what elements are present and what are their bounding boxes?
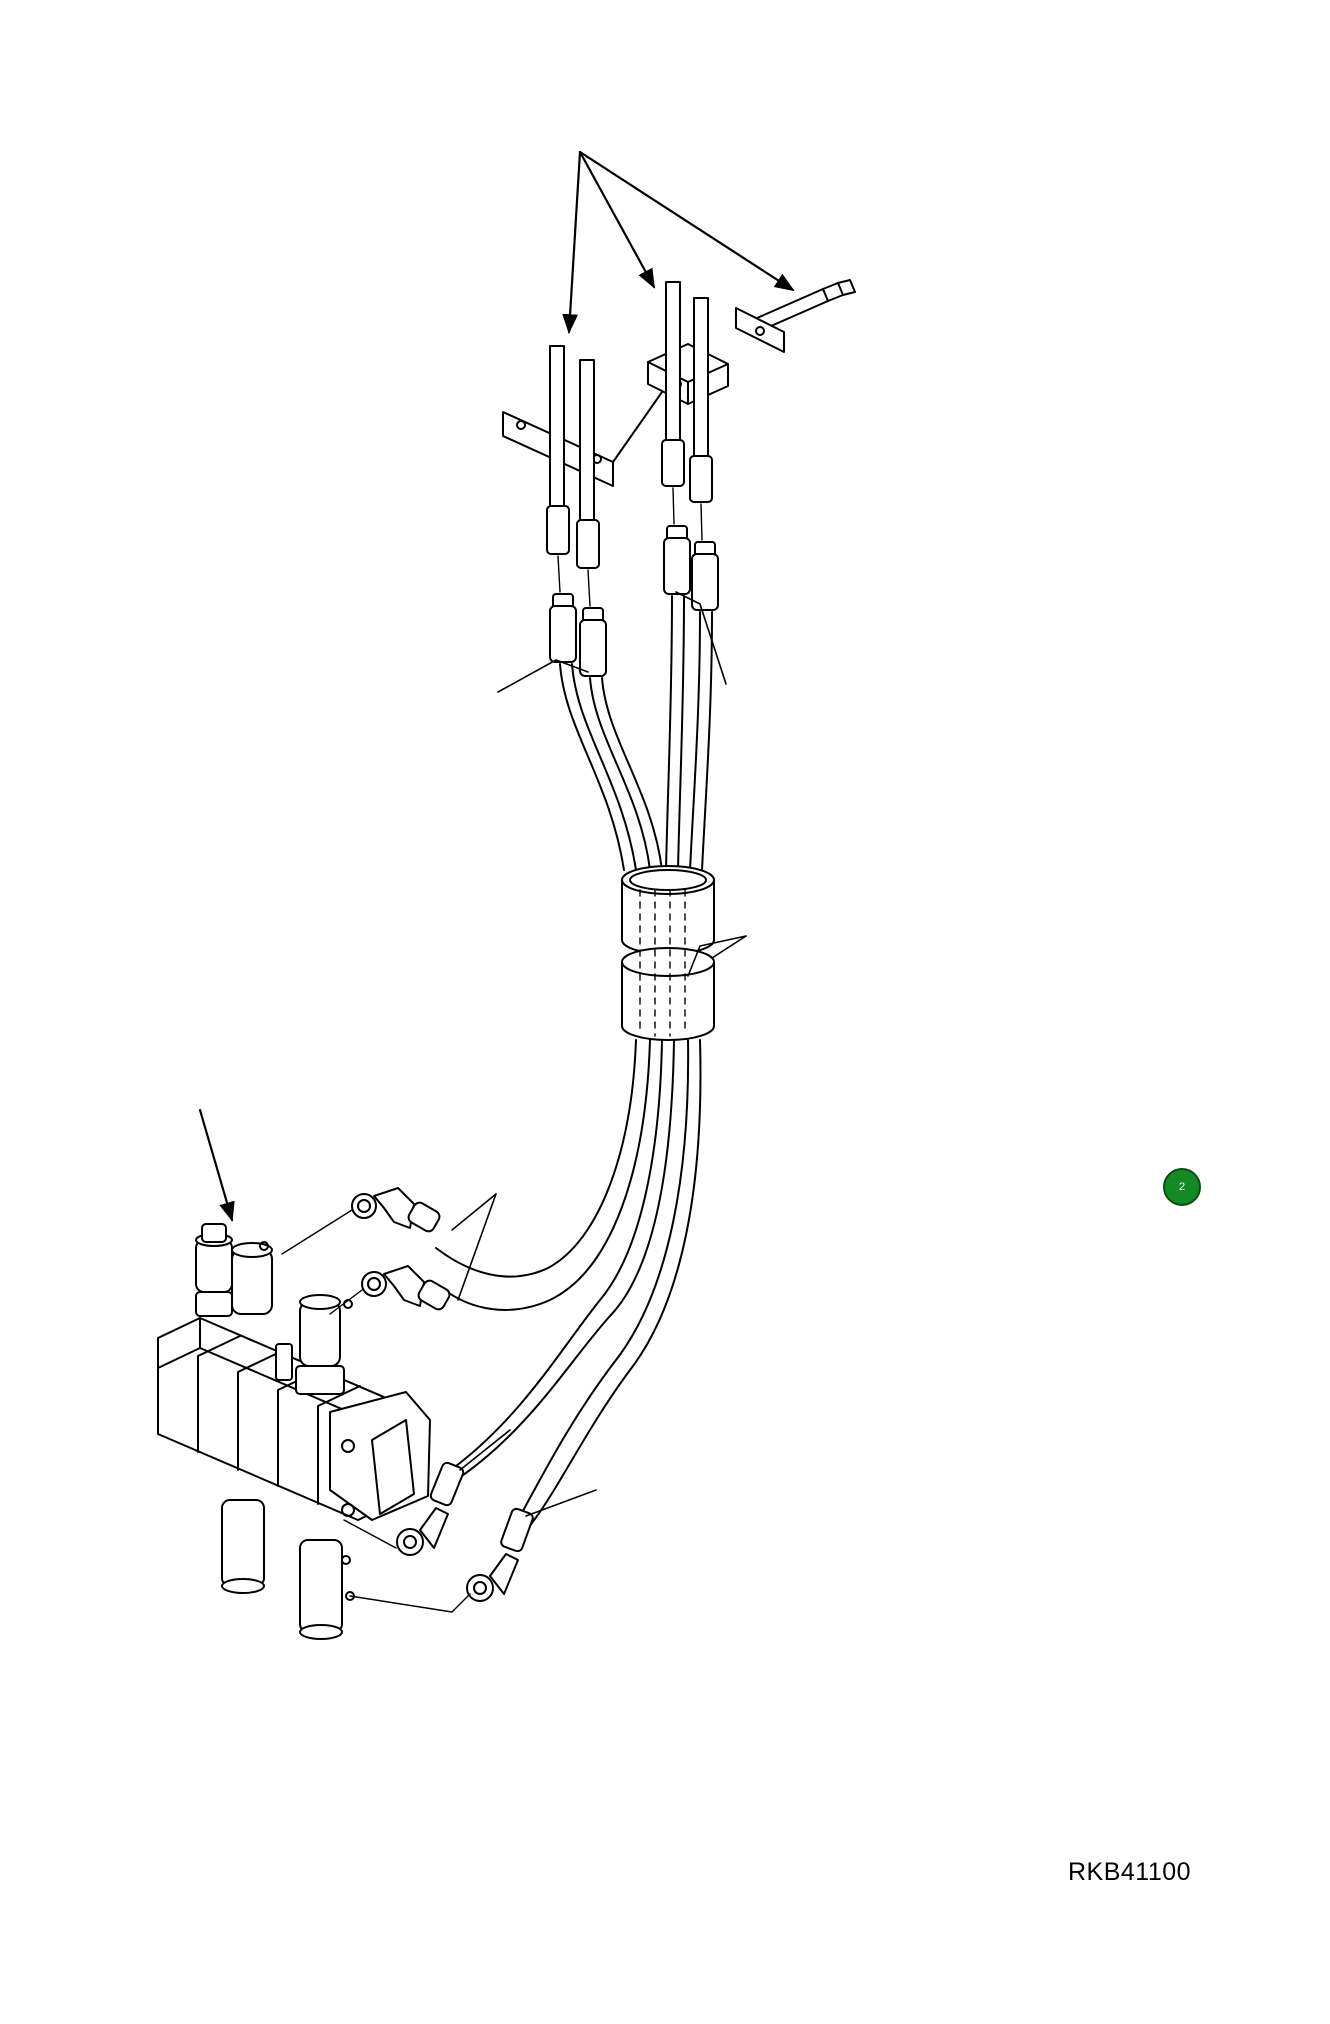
top-leader-arrows xyxy=(562,150,795,334)
protective-sleeves xyxy=(621,865,747,1041)
figure-reference-code: RKB41100 xyxy=(1068,1858,1192,1886)
elbow-fittings-bottom xyxy=(396,1429,597,1602)
plate-right xyxy=(735,307,785,353)
page-marker-label: 2 xyxy=(1178,1181,1186,1193)
tubes-left xyxy=(546,345,600,569)
connector-dash-lines xyxy=(557,487,703,607)
elbow-fittings-top xyxy=(351,1187,497,1311)
bolt xyxy=(756,279,856,331)
hose-end-fittings-upper xyxy=(549,525,719,677)
control-valve-assembly xyxy=(157,1108,471,1640)
hoses-upper xyxy=(559,595,713,871)
hoses-lower xyxy=(435,1039,702,1529)
tubes-right xyxy=(661,281,713,503)
page-marker-badge: 2 xyxy=(1163,1168,1201,1206)
